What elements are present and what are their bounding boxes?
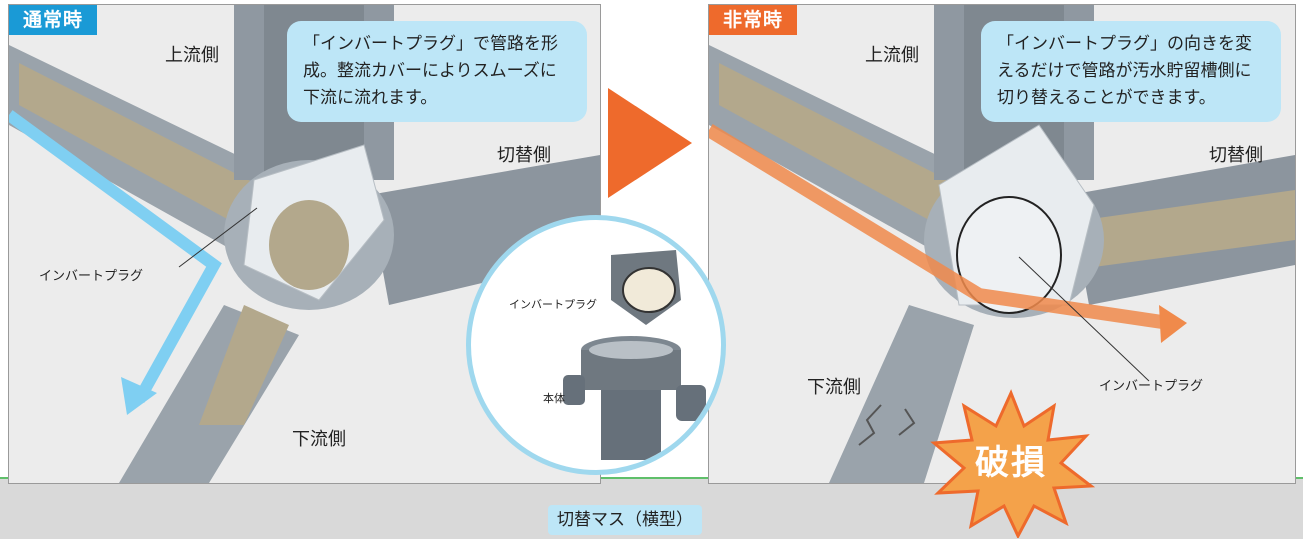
flow-arrow <box>709 124 1171 330</box>
normal-tag: 通常時 <box>9 5 98 35</box>
burst-icon <box>930 389 1096 538</box>
emergency-operation-panel: 非常時 「インバートプラグ」の向きを変えるだけで管路が汚水貯留槽側に切り替えるこ… <box>708 4 1296 484</box>
upstream-sewage <box>19 63 297 243</box>
invert-plug-label: インバートプラグ <box>39 269 144 284</box>
inset-body-label: 本体 <box>543 392 565 405</box>
flow-arrow <box>9 110 222 403</box>
downstream-sewage <box>199 305 289 425</box>
switch-side-label: 切替側 <box>497 145 551 166</box>
normal-description-bubble: 「インバートプラグ」で管路を形成。整流カバーによりスムーズに下流に流れます。 <box>287 21 587 122</box>
downstream-label: 下流側 <box>292 429 346 450</box>
transition-arrow <box>608 88 692 198</box>
emergency-description-bubble: 「インバートプラグ」の向きを変えるだけで管路が汚水貯留槽側に切り替えることができ… <box>981 21 1281 122</box>
downstream-label: 下流側 <box>807 377 861 398</box>
product-inset: インバートプラグ 本体 <box>466 215 726 475</box>
invert-plug-label: インバートプラグ <box>1099 379 1204 394</box>
damage-label: 破損 <box>975 443 1047 483</box>
upstream-label: 上流側 <box>865 45 919 66</box>
switch-sewage <box>1084 190 1295 267</box>
broken-downstream-pipe <box>829 305 974 483</box>
inset-plug-label: インバートプラグ <box>509 298 597 311</box>
inset-caption: 切替マス（横型） <box>548 505 702 535</box>
damage-burst: 破損 <box>926 388 1096 538</box>
upstream-sewage <box>719 63 997 243</box>
upstream-label: 上流側 <box>165 45 219 66</box>
normal-pipe-illustration <box>9 5 600 483</box>
emergency-tag: 非常時 <box>709 5 798 35</box>
switch-side-label: 切替側 <box>1209 145 1263 166</box>
product-illustration <box>563 250 706 460</box>
